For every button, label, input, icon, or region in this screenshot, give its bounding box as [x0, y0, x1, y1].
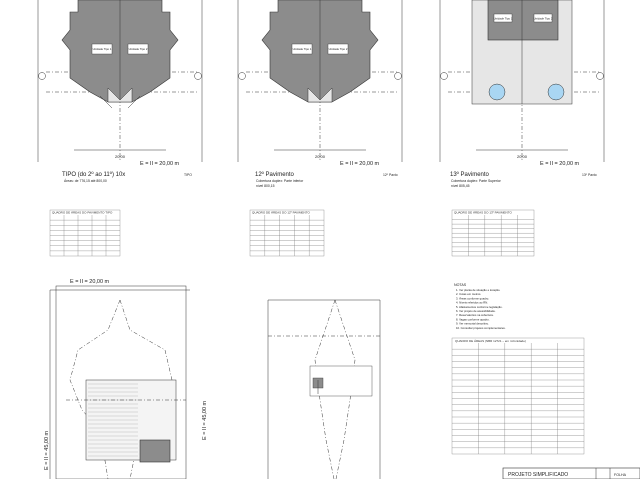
north-marker-icon	[596, 72, 604, 80]
scale-label-top: E = II = 20,00 m	[70, 279, 110, 285]
scale-label-right: E = II = 45,00 m	[202, 400, 208, 440]
panel-subtitle: Áreas: de 776,15 até 800,00	[64, 179, 107, 183]
panel-subtitle: Cobertura duplex: Parte Superior	[451, 179, 502, 183]
north-marker-icon	[394, 72, 402, 80]
big-area-table: QUADRO DE ÁREAS (NBR 12721 – em m²/unida…	[451, 337, 585, 455]
panel-tipo: 20,00 E = II = 20,00 m TIPO (do 2º ao 11…	[37, 0, 203, 183]
pool-icon	[547, 83, 565, 101]
panel-subtitle: Cobertura duplex: Parte inferior	[256, 179, 304, 183]
north-marker-icon	[194, 72, 202, 80]
unit-label: Unidade Tipo 1	[494, 17, 513, 21]
notes-title: NOTAS	[454, 283, 467, 287]
panel-level: nível 800,15	[256, 184, 275, 188]
area-table-13: QUADRO DE ÁREAS DO 13º PAVIMENTO	[451, 209, 535, 257]
note-item: 7. Reservatórios na cobertura.	[456, 313, 494, 317]
note-item: 9. Ver memorial descritivo.	[456, 322, 489, 326]
dimension-label: 20,00	[517, 154, 528, 159]
unit-labels: Unidade Tipo 1 Unidade Tipo 2 Unidade Ti…	[93, 17, 553, 52]
table-header: QUADRO DE ÁREAS DO 12º PAVIMENTO	[252, 211, 310, 215]
north-marker-icon	[238, 72, 246, 80]
note-item: 2. Cotas em metros.	[456, 292, 481, 296]
dimension-label: 20,00	[315, 154, 326, 159]
panel-13: 20,00 E = II = 20,00 m 13º Pavimento Cob…	[439, 0, 605, 188]
unit-label: Unidade Tipo 1	[93, 47, 112, 51]
area-table-tipo: QUADRO DE ÁREAS DO PAVIMENTO TIPO	[49, 209, 121, 257]
panel-small-label: 12º Pavto	[383, 173, 398, 177]
note-item: 5. Afastamentos conforme legislação.	[456, 305, 503, 309]
panel-title: TIPO (do 2º ao 11º) 10x	[62, 171, 125, 178]
roof-plan	[267, 299, 381, 479]
note-item: 8. Vagas conforme quadro.	[456, 317, 490, 321]
project-title: PROJETO SIMPLIFICADO	[508, 472, 568, 478]
notes-block: NOTAS 1. Ver planta de situação e locaçã…	[454, 283, 506, 330]
north-marker-icon	[38, 72, 46, 80]
panel-12: 20,00 E = II = 20,00 m 12º Pavimento Cob…	[237, 0, 403, 188]
sheet-label: FOLHA	[614, 473, 627, 477]
area-table-12: QUADRO DE ÁREAS DO 12º PAVIMENTO	[249, 209, 325, 257]
big-table-title: QUADRO DE ÁREAS (NBR 12721 – em m²/unida…	[455, 339, 526, 343]
unit-label: Unidade Tipo 2	[129, 47, 148, 51]
note-item: 4. Níveis referidos ao RN.	[456, 301, 488, 305]
title-block: PROJETO SIMPLIFICADO FOLHA	[502, 467, 640, 479]
note-item: 1. Ver planta de situação e locação.	[456, 288, 501, 292]
dimension-label: 20,00	[115, 154, 126, 159]
panel-title: 13º Pavimento	[450, 171, 490, 178]
table-header: QUADRO DE ÁREAS DO 13º PAVIMENTO	[454, 211, 512, 215]
scale-label: E = II = 20,00 m	[340, 161, 380, 167]
note-item: 3. Áreas conforme quadro.	[456, 296, 489, 300]
note-item: 6. Ver projeto de acessibilidade.	[456, 309, 496, 313]
scale-label-left: E = II = 45,00 m	[44, 430, 50, 470]
site-plan: E = II = 20,00 m E = II = 45,00 m E = II…	[44, 279, 208, 479]
panel-small-label: 13º Pavto	[582, 173, 597, 177]
panel-title: 12º Pavimento	[255, 171, 295, 178]
table-grids	[50, 215, 584, 454]
scale-label: E = II = 20,00 m	[540, 161, 580, 167]
table-header: QUADRO DE ÁREAS DO PAVIMENTO TIPO	[52, 211, 113, 215]
panel-small-label: TIPO	[184, 173, 192, 177]
unit-label: Unidade Tipo 1	[293, 47, 312, 51]
notes-list: 1. Ver planta de situação e locação.2. C…	[456, 288, 506, 330]
scale-label: E = II = 20,00 m	[140, 161, 180, 167]
note-item: 10. Consultar projetos complementares.	[456, 326, 506, 330]
panel-level: nível 805,45	[451, 184, 470, 188]
north-marker-icon	[440, 72, 448, 80]
pool-icon	[488, 83, 506, 101]
unit-label: Unidade Tipo 2	[329, 47, 348, 51]
unit-label: Unidade Tipo 2	[534, 17, 553, 21]
